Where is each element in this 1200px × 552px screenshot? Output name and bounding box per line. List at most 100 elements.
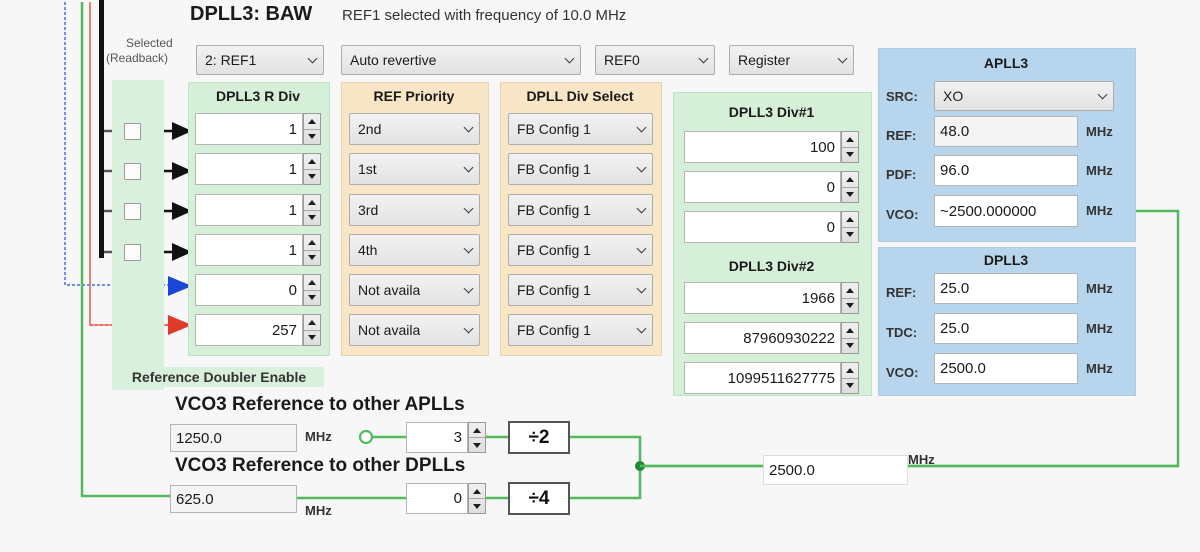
apll3-vco-label: VCO: (886, 207, 919, 222)
combo-ref-select[interactable]: REF0 (595, 45, 715, 75)
div2-spinner-2[interactable] (841, 322, 859, 354)
combo-selected-readback[interactable]: 2: REF1 (196, 45, 324, 75)
reference-doubler-enable-label: Reference Doubler Enable (114, 367, 324, 387)
vco3-apll-freq-input[interactable]: 1250.0 (170, 424, 297, 452)
chevron-down-icon (463, 244, 475, 256)
div1-spinner-1[interactable] (841, 131, 859, 163)
vco3-dpll-freq-input[interactable]: 625.0 (170, 485, 297, 513)
ref-priority-combo-6[interactable]: Not availa (349, 314, 480, 346)
div1-input-2[interactable]: 0 (684, 171, 841, 203)
reference-doubler-checkbox-4[interactable] (124, 244, 141, 261)
vco-output-unit: MHz (908, 452, 935, 467)
ref-priority-value-3: 3rd (358, 202, 379, 218)
dpll3-tdc-label: TDC: (886, 325, 918, 340)
dpll-div-select-combo-2[interactable]: FB Config 1 (508, 153, 653, 185)
ref-priority-header: REF Priority (373, 88, 455, 104)
div1-spinner-3[interactable] (841, 211, 859, 243)
vco3-apll-divider-row[interactable]: 3 (406, 422, 486, 453)
dpll-div-select-combo-6[interactable]: FB Config 1 (508, 314, 653, 346)
div2-spinner-1[interactable] (841, 282, 859, 314)
chevron-down-icon (636, 123, 648, 135)
combo-control-source[interactable]: Register (729, 45, 854, 75)
div1-row-1[interactable]: 100 (684, 131, 859, 163)
selected-readback-label-1: Selected (126, 36, 173, 50)
combo-ref-select-value: REF0 (604, 52, 640, 68)
vco3-apll-divbox: ÷2 (508, 421, 570, 454)
dpll-div-select-value-6: FB Config 1 (517, 322, 591, 338)
r-div-spinner-5[interactable] (303, 274, 321, 306)
vco3-dpll-divbox: ÷4 (508, 482, 570, 515)
r-div-row-4[interactable]: 1 (195, 234, 321, 266)
dpll-div-select-value-5: FB Config 1 (517, 282, 591, 298)
r-div-spinner-4[interactable] (303, 234, 321, 266)
div1-row-2[interactable]: 0 (684, 171, 859, 203)
dpll3-vco-unit: MHz (1086, 361, 1113, 376)
chevron-down-icon (636, 324, 648, 336)
dpll-div-select-combo-4[interactable]: FB Config 1 (508, 234, 653, 266)
div2-input-2[interactable]: 87960930222 (684, 322, 841, 354)
r-div-row-6[interactable]: 257 (195, 314, 321, 346)
r-div-spinner-1[interactable] (303, 113, 321, 145)
div1-input-3[interactable]: 0 (684, 211, 841, 243)
vco3-apll-divider-input[interactable]: 3 (406, 422, 468, 453)
dpll-div-select-combo-5[interactable]: FB Config 1 (508, 274, 653, 306)
apll3-vco-input[interactable]: ~2500.000000 (934, 195, 1078, 227)
r-div-input-2[interactable]: 1 (195, 153, 303, 185)
div1-spinner-2[interactable] (841, 171, 859, 203)
apll3-pdf-input[interactable]: 96.0 (934, 155, 1078, 186)
reference-doubler-checkbox-1[interactable] (124, 123, 141, 140)
vco3-dpll-divider-spinner[interactable] (468, 483, 486, 514)
ref-priority-value-5: Not availa (358, 282, 421, 298)
div2-spinner-3[interactable] (841, 362, 859, 394)
combo-control-source-value: Register (738, 52, 791, 68)
dpll3-ref-input[interactable]: 25.0 (934, 273, 1078, 304)
dpll3-div1-header: DPLL3 Div#1 (728, 104, 815, 120)
page-title: DPLL3: BAW (190, 3, 313, 25)
reference-bus-bar (99, 0, 104, 258)
r-div-spinner-6[interactable] (303, 314, 321, 346)
div2-input-1[interactable]: 1966 (684, 282, 841, 314)
reference-doubler-checkbox-2[interactable] (124, 163, 141, 180)
r-div-row-3[interactable]: 1 (195, 194, 321, 226)
apll3-src-combo[interactable]: XO (934, 81, 1114, 111)
combo-revertive-mode[interactable]: Auto revertive (341, 45, 581, 75)
r-div-row-2[interactable]: 1 (195, 153, 321, 185)
r-div-input-4[interactable]: 1 (195, 234, 303, 266)
vco3-dpll-divider-input[interactable]: 0 (406, 483, 468, 514)
reference-doubler-checkbox-3[interactable] (124, 203, 141, 220)
dpll-div-select-combo-1[interactable]: FB Config 1 (508, 113, 653, 145)
r-div-input-5[interactable]: 0 (195, 274, 303, 306)
ref-priority-combo-1[interactable]: 2nd (349, 113, 480, 145)
apll3-src-value: XO (943, 88, 964, 104)
dpll3-tdc-input[interactable]: 25.0 (934, 313, 1078, 344)
chevron-down-icon (307, 54, 319, 66)
r-div-row-1[interactable]: 1 (195, 113, 321, 145)
div1-input-1[interactable]: 100 (684, 131, 841, 163)
r-div-input-6[interactable]: 257 (195, 314, 303, 346)
combo-revertive-mode-value: Auto revertive (350, 52, 437, 68)
vco3-apll-divider-spinner[interactable] (468, 422, 486, 453)
div2-row-3[interactable]: 1099511627775 (684, 362, 859, 394)
ref-priority-combo-3[interactable]: 3rd (349, 194, 480, 226)
apll3-ref-input[interactable]: 48.0 (934, 116, 1078, 147)
selected-readback-label-2: (Readback) (106, 51, 169, 65)
ref-priority-combo-4[interactable]: 4th (349, 234, 480, 266)
r-div-input-1[interactable]: 1 (195, 113, 303, 145)
chevron-down-icon (636, 244, 648, 256)
div2-input-3[interactable]: 1099511627775 (684, 362, 841, 394)
dpll-div-select-combo-3[interactable]: FB Config 1 (508, 194, 653, 226)
ref-priority-combo-5[interactable]: Not availa (349, 274, 480, 306)
vco3-dpll-unit: MHz (305, 503, 332, 518)
div2-row-2[interactable]: 87960930222 (684, 322, 859, 354)
r-div-row-5[interactable]: 0 (195, 274, 321, 306)
vco-output-input[interactable]: 2500.0 (763, 455, 908, 485)
div2-row-1[interactable]: 1966 (684, 282, 859, 314)
vco3-dpll-divider-row[interactable]: 0 (406, 483, 486, 514)
r-div-spinner-3[interactable] (303, 194, 321, 226)
r-div-spinner-2[interactable] (303, 153, 321, 185)
r-div-input-3[interactable]: 1 (195, 194, 303, 226)
dpll3-vco-input[interactable]: 2500.0 (934, 353, 1078, 384)
apll3-pdf-unit: MHz (1086, 163, 1113, 178)
ref-priority-combo-2[interactable]: 1st (349, 153, 480, 185)
div1-row-3[interactable]: 0 (684, 211, 859, 243)
